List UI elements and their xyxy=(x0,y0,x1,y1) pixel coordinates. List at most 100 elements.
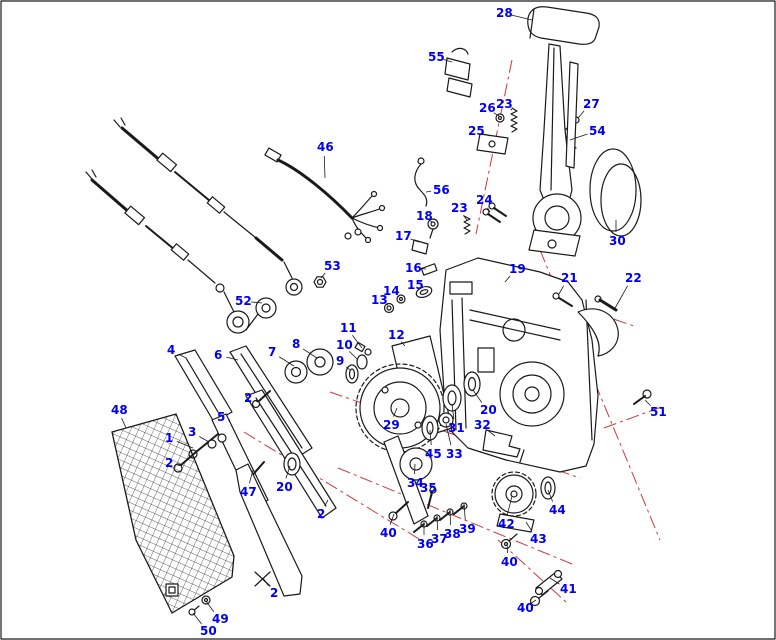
nut-53 xyxy=(313,276,327,288)
leader-line-20 xyxy=(472,389,483,403)
leader-line-23 xyxy=(463,214,468,221)
part-label-42: 42 xyxy=(498,517,515,531)
part-label-5: 5 xyxy=(217,410,226,424)
leader-line-23 xyxy=(510,108,513,111)
part-label-33: 33 xyxy=(446,447,463,461)
part-label-54: 54 xyxy=(589,124,606,138)
part-label-19: 19 xyxy=(509,262,526,276)
leader-line-45 xyxy=(429,429,432,446)
leader-line-4 xyxy=(178,353,187,359)
leader-line-56 xyxy=(425,190,432,193)
leader-line-9 xyxy=(346,366,351,371)
part-label-25: 25 xyxy=(468,124,485,138)
part-label-40: 40 xyxy=(501,555,518,569)
leader-line-49 xyxy=(205,600,215,612)
leader-line-2 xyxy=(324,499,329,507)
part-label-52: 52 xyxy=(235,294,252,308)
leader-line-6 xyxy=(226,356,239,361)
small-parts-13-18 xyxy=(383,218,439,314)
mesh-plate-48 xyxy=(111,413,303,616)
leader-line-33 xyxy=(445,423,452,446)
leader-lines xyxy=(121,14,651,625)
leader-line-52 xyxy=(250,301,263,304)
leader-line-12 xyxy=(400,341,406,347)
leader-line-8 xyxy=(302,348,318,359)
leader-line-22 xyxy=(613,285,628,311)
part-label-13: 13 xyxy=(371,293,388,307)
leader-line-37 xyxy=(436,515,439,531)
leader-line-17 xyxy=(410,238,420,243)
bracket-55 xyxy=(444,47,473,98)
part-label-47: 47 xyxy=(240,485,257,499)
leader-line-31 xyxy=(451,403,455,420)
part-label-3: 3 xyxy=(188,425,197,439)
ring-30 xyxy=(589,148,642,237)
part-label-27: 27 xyxy=(583,97,600,111)
part-label-15: 15 xyxy=(407,278,424,292)
part-label-9: 9 xyxy=(336,354,345,368)
ground-wire-56 xyxy=(414,157,428,207)
handle-assembly-28 xyxy=(527,6,600,257)
part-label-17: 17 xyxy=(395,229,412,243)
part-label-40: 40 xyxy=(517,601,534,615)
part-label-38: 38 xyxy=(444,527,461,541)
part-label-55: 55 xyxy=(428,50,445,64)
part-label-53: 53 xyxy=(324,259,341,273)
part-label-56: 56 xyxy=(433,183,450,197)
leader-line-50 xyxy=(192,612,202,625)
leader-line-2 xyxy=(262,577,269,586)
part-label-18: 18 xyxy=(416,209,433,223)
part-label-6: 6 xyxy=(214,348,223,362)
leader-line-24 xyxy=(487,207,491,213)
leader-line-34 xyxy=(414,463,416,475)
part-label-11: 11 xyxy=(340,321,357,335)
part-label-14: 14 xyxy=(383,284,400,298)
leader-line-39 xyxy=(463,503,466,521)
part-label-40: 40 xyxy=(380,526,397,540)
part-label-35: 35 xyxy=(420,481,437,495)
leader-line-44 xyxy=(547,489,554,502)
part-label-26: 26 xyxy=(479,101,496,115)
fasteners-21-22-51 xyxy=(552,292,652,405)
leader-line-26 xyxy=(493,112,500,117)
screws-24-23 xyxy=(463,202,507,235)
housing-19 xyxy=(439,257,599,473)
part-label-51: 51 xyxy=(650,405,667,419)
leader-line-40 xyxy=(389,513,395,525)
leader-line-41 xyxy=(549,577,560,585)
part-label-22: 22 xyxy=(625,271,642,285)
part-label-16: 16 xyxy=(405,261,422,275)
leader-line-21 xyxy=(558,285,564,295)
part-label-23: 23 xyxy=(451,201,468,215)
part-label-24: 24 xyxy=(476,193,493,207)
spacers-9-10-11 xyxy=(345,341,372,384)
part-label-10: 10 xyxy=(336,338,353,352)
part-label-2: 2 xyxy=(270,586,279,600)
part-label-39: 39 xyxy=(459,522,476,536)
leader-line-53 xyxy=(320,272,326,279)
lower-cluster xyxy=(383,435,563,607)
leader-line-14 xyxy=(397,295,400,298)
part-label-37: 37 xyxy=(431,532,448,546)
part-label-34: 34 xyxy=(407,476,424,490)
leader-line-55 xyxy=(443,59,453,63)
part-label-7: 7 xyxy=(268,345,277,359)
leader-line-11 xyxy=(352,334,363,349)
wire-harness-46 xyxy=(264,147,386,244)
leader-line-2 xyxy=(255,400,259,403)
leader-line-46 xyxy=(323,155,326,179)
leader-line-51 xyxy=(644,399,651,406)
leader-line-7 xyxy=(278,356,295,367)
part-label-50: 50 xyxy=(200,624,217,638)
leader-line-2 xyxy=(177,464,183,467)
part-label-20: 20 xyxy=(480,403,497,417)
part-label-49: 49 xyxy=(212,612,229,626)
part-label-21: 21 xyxy=(561,271,578,285)
leader-line-40 xyxy=(531,599,537,604)
leader-line-40 xyxy=(506,542,508,554)
part-label-48: 48 xyxy=(111,403,128,417)
part-label-2: 2 xyxy=(165,456,174,470)
